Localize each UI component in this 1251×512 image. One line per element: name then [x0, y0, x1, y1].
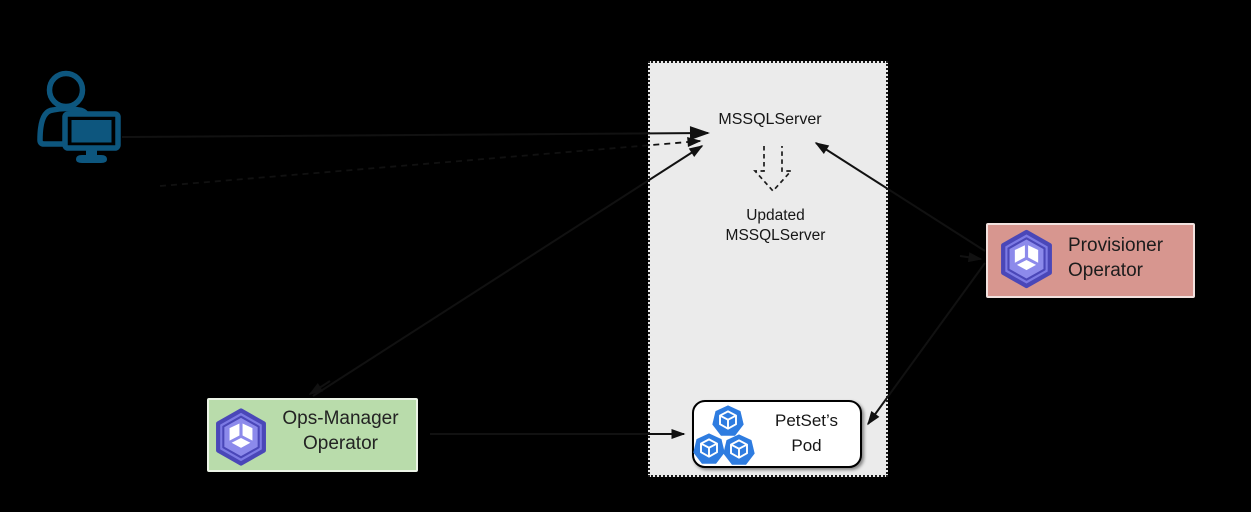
petset-line1: PetSet’s	[774, 411, 838, 430]
updated-line2: MSSQLServer	[725, 227, 826, 244]
ops-line1: Ops-Manager	[282, 408, 399, 429]
updated-line1: Updated	[746, 207, 805, 224]
arrow-to-provisioner-tip	[959, 252, 983, 263]
petset-pod-label: PetSet’s Pod	[754, 408, 859, 458]
kubernetes-operator-cube-icon	[1001, 229, 1052, 289]
prov-line2: Operator	[1068, 260, 1143, 281]
person-at-computer-icon	[37, 70, 121, 163]
prov-line1: Provisioner	[1068, 235, 1164, 256]
arrow-opsmanager-to-mssqlserver	[312, 145, 704, 397]
arrow-watch-to-mssqlserver	[159, 137, 702, 187]
kubernetes-pod-cube-icon	[712, 405, 744, 436]
kubernetes-pod-cube-icon	[723, 434, 755, 465]
ops-manager-operator-label: Ops-Manager Operator	[268, 406, 413, 456]
kubernetes-pod-cube-icon	[693, 433, 725, 464]
provisioner-operator-label: Provisioner Operator	[1068, 233, 1193, 283]
petset-line2: Pod	[791, 436, 822, 455]
arrow-to-opsmanager-tip	[308, 380, 331, 395]
arrow-user-to-mssqlserver	[121, 126, 710, 141]
updated-mssqlserver-label: Updated MSSQLServer	[693, 206, 858, 246]
mssqlserver-label: MSSQLServer	[718, 111, 822, 128]
ops-line2: Operator	[303, 433, 378, 454]
kubernetes-operator-cube-icon	[216, 408, 266, 466]
